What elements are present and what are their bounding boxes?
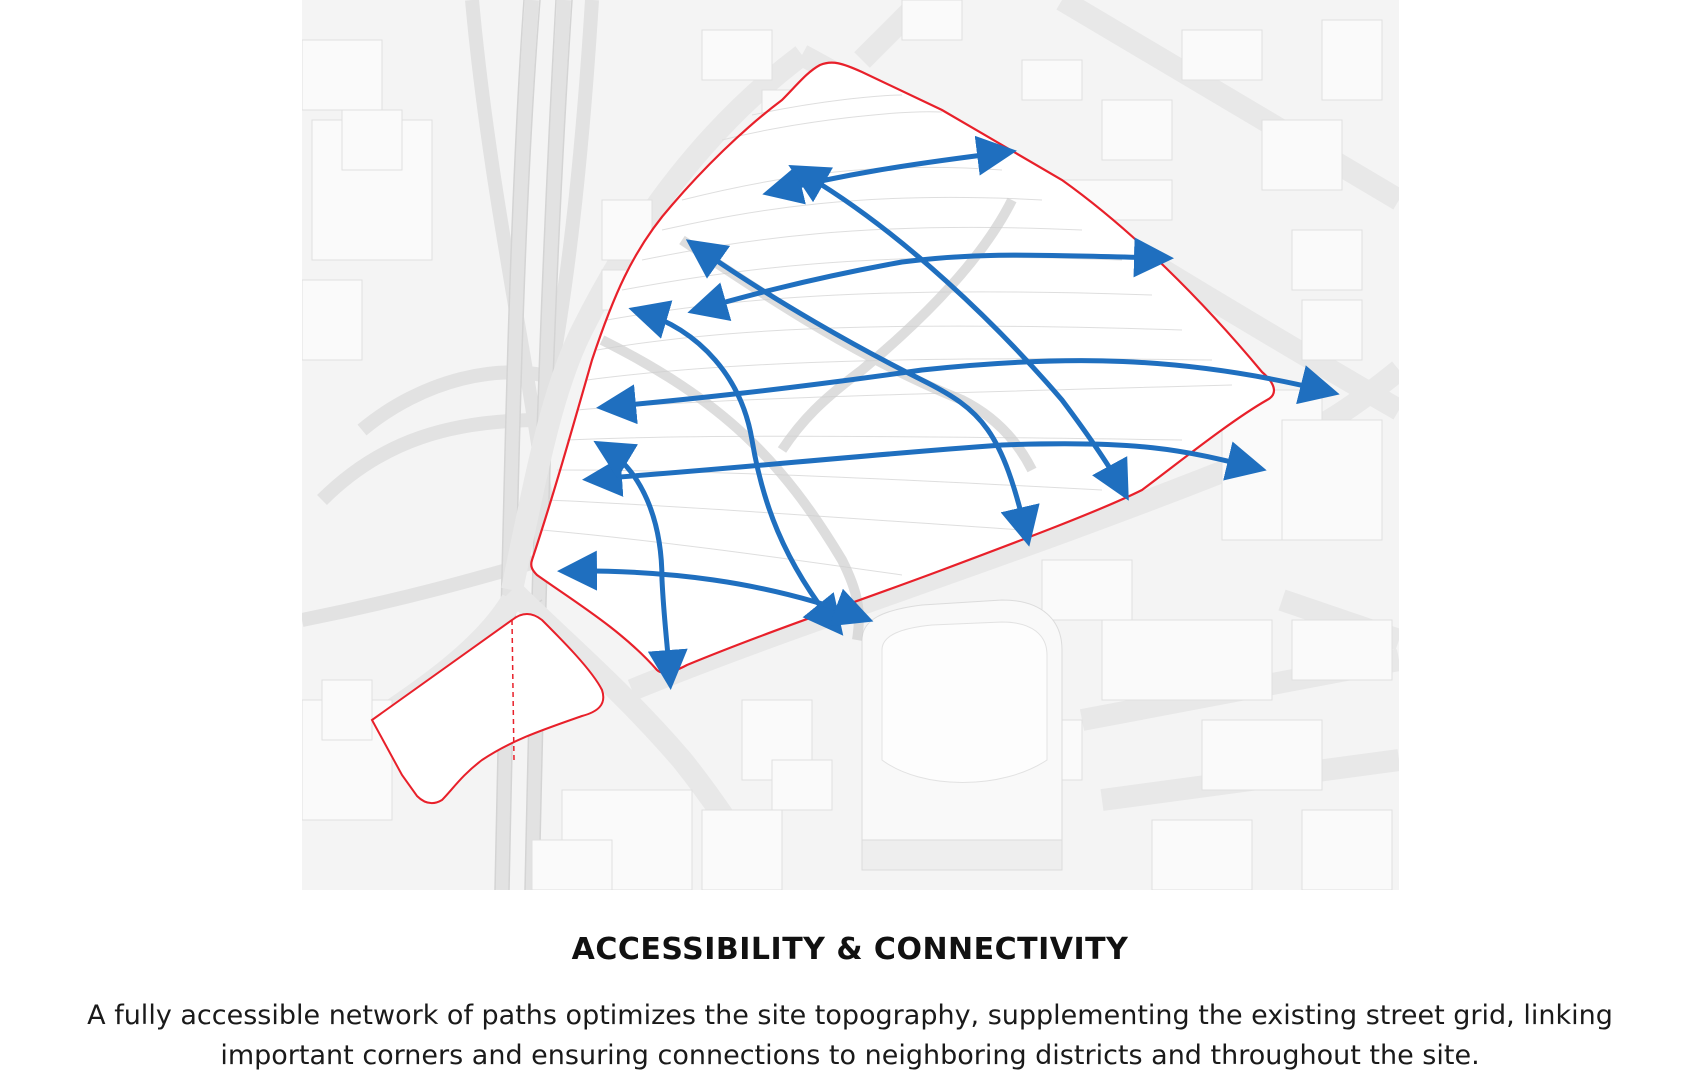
arrow-path-4 [687, 237, 1174, 321]
secondary-site-boundary [370, 613, 605, 805]
arena-building [861, 599, 1063, 871]
diagram-description: A fully accessible network of paths opti… [0, 996, 1700, 1076]
arrow-path-9 [557, 550, 874, 627]
site-map-svg [302, 0, 1399, 890]
description-line-2: important corners and ensuring connectio… [220, 1040, 1480, 1071]
site-diagram [302, 0, 1399, 890]
path-arrows [557, 135, 1340, 690]
description-line-1: A fully accessible network of paths opti… [87, 1000, 1613, 1031]
arrow-path-7 [582, 441, 1267, 497]
arrow-path-6 [596, 358, 1340, 425]
diagram-title: ACCESSIBILITY & CONNECTIVITY [571, 932, 1129, 967]
building-massing [302, 0, 1393, 890]
